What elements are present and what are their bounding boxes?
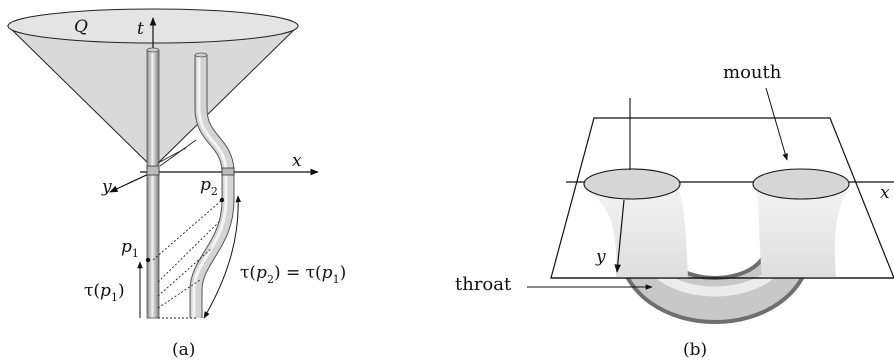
null-ray-2 xyxy=(157,147,187,164)
y-axis-b xyxy=(614,199,625,273)
p2-label: p2 xyxy=(200,175,218,198)
throat-label: throat xyxy=(455,274,512,295)
tau-equality-label: τ(p2) = τ(p1) xyxy=(240,263,346,286)
panel-b: x y mouth throat (b) xyxy=(455,62,894,360)
static-worldline-rod xyxy=(146,49,160,319)
tau-p2-arrow xyxy=(203,195,242,319)
caption-b: (b) xyxy=(683,340,707,360)
mouth-arrow xyxy=(765,87,788,161)
spatial-plane xyxy=(550,117,894,279)
rod-slice xyxy=(146,165,160,176)
x-axis-b-label: x xyxy=(880,183,890,203)
cone-label: Q xyxy=(74,17,88,37)
left-mouth xyxy=(583,168,681,200)
tube-top-cap xyxy=(194,52,208,58)
caption-a: (a) xyxy=(172,340,195,360)
p1-label: p1 xyxy=(121,237,139,260)
tube-slice xyxy=(221,167,235,176)
y-axis xyxy=(109,171,154,193)
t-axis-label: t xyxy=(137,19,144,39)
right-mouth xyxy=(752,168,850,200)
right-mouth-flare xyxy=(756,190,848,278)
left-mouth-flare xyxy=(585,190,688,278)
x-axis-label: x xyxy=(292,151,302,171)
panel-a: Q t x y xyxy=(6,8,346,360)
y-axis-label: y xyxy=(101,177,112,197)
null-ray-1 xyxy=(159,139,197,167)
point-p2 xyxy=(219,197,225,203)
point-p1 xyxy=(145,257,151,263)
rod-top-cap xyxy=(146,47,160,53)
y-axis-b-label: y xyxy=(595,247,606,267)
mouth-label: mouth xyxy=(723,62,782,83)
tau-p1-label: τ(p1) xyxy=(84,281,125,304)
